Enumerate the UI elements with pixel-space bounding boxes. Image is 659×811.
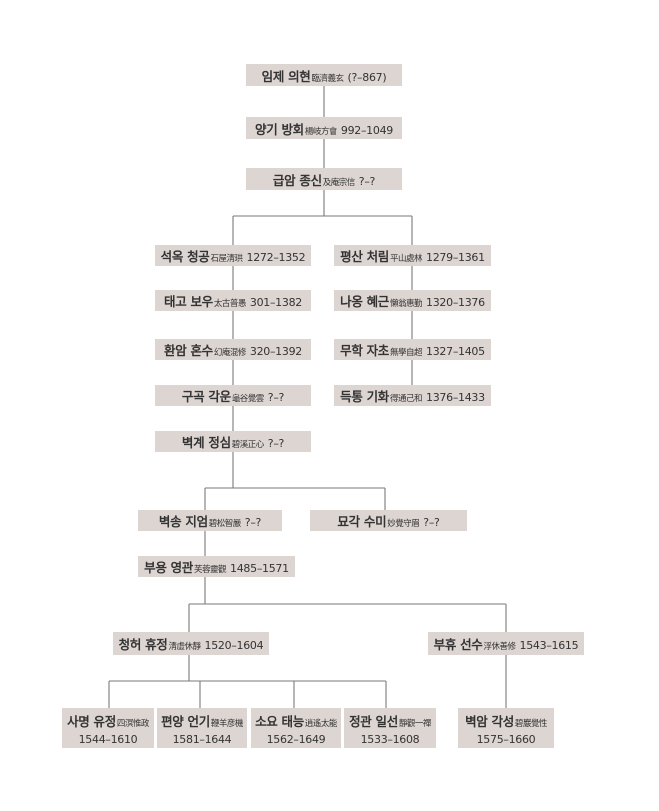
monk-name: 평산 처림 <box>340 249 390 264</box>
monk-hanja: 及庵宗信 <box>322 177 356 188</box>
monk-name: 정관 일선 <box>349 713 398 729</box>
monk-name: 무학 자초 <box>340 343 390 358</box>
monk-name: 나옹 혜근 <box>340 294 390 309</box>
monk-years: 1279–1361 <box>426 251 485 264</box>
monk-hanja: 無學自超 <box>390 348 423 358</box>
monk-name: 태고 보우 <box>164 294 213 309</box>
monk-hanja: 碧溪正心 <box>231 440 265 450</box>
monk-hanja: 四溟惟政 <box>116 718 150 729</box>
monk-hanja: 龜谷覺雲 <box>231 394 265 404</box>
monk-name: 구곡 각운 <box>181 389 231 404</box>
monk-hanja: 得通己和 <box>390 394 423 404</box>
monk-name: 급암 종신 <box>272 172 322 188</box>
monk-hanja: 逍遙太能 <box>304 718 338 729</box>
monk-hanja: 臨濟義玄 <box>311 73 345 84</box>
monk-years: (?–867) <box>347 70 387 84</box>
monk-years: 1543–1615 <box>519 639 579 652</box>
monk-years: ?–? <box>358 174 376 188</box>
connector-lines <box>108 86 507 708</box>
monk-name: 환암 혼수 <box>164 343 213 358</box>
monk-hanja: 太古普愚 <box>213 299 247 309</box>
monk-years: ?–? <box>267 437 285 450</box>
monk-hanja: 碧松智嚴 <box>208 519 242 529</box>
monk-hanja: 楊岐方會 <box>304 126 338 137</box>
monk-years: ?–? <box>267 391 285 404</box>
monk-name: 부용 영관 <box>144 560 194 575</box>
monk-name: 청허 휴정 <box>118 637 168 652</box>
monk-years: 1327–1405 <box>426 345 485 358</box>
monk-name: 벽송 지엄 <box>158 514 208 529</box>
monk-name: 임제 의현 <box>261 68 311 84</box>
monk-name: 묘각 수미 <box>337 514 387 529</box>
monk-name: 득통 기화 <box>340 389 390 404</box>
monk-years: 1562–1649 <box>266 732 326 746</box>
monk-years: 301–1382 <box>249 296 302 309</box>
monk-name: 벽암 각성 <box>465 713 514 729</box>
monk-hanja: 靜觀一禪 <box>398 718 432 729</box>
monk-years: 1320–1376 <box>426 296 485 309</box>
monk-hanja: 芙蓉靈觀 <box>194 565 227 575</box>
monk-years: 1272–1352 <box>246 251 306 264</box>
monk-hanja: 鞭羊彦機 <box>210 718 244 729</box>
monk-years: 1544–1610 <box>78 732 138 746</box>
monk-name: 양기 방회 <box>255 121 304 137</box>
monk-years: 1581–1644 <box>172 732 232 746</box>
monk-years: 1533–1608 <box>360 732 420 746</box>
monk-name: 편양 언기 <box>161 713 210 729</box>
monk-hanja: 碧巖覺性 <box>514 718 548 729</box>
monk-years: ?–? <box>423 516 440 529</box>
monk-years: 1575–1660 <box>476 732 536 746</box>
monk-hanja: 妙覺守眉 <box>387 519 420 529</box>
monk-name: 소요 태능 <box>255 713 304 729</box>
monk-hanja: 淸虛休靜 <box>168 642 202 652</box>
monk-hanja: 幻庵混修 <box>213 348 247 358</box>
monk-name: 석옥 청공 <box>160 249 210 264</box>
monk-name: 부휴 선수 <box>433 637 483 652</box>
monk-years: 320–1392 <box>249 345 302 358</box>
monk-years: 992–1049 <box>340 123 393 137</box>
monk-name: 사명 유정 <box>67 713 116 729</box>
monk-years: 1520–1604 <box>204 639 264 652</box>
monk-hanja: 平山處林 <box>390 254 423 264</box>
monk-hanja: 浮休善修 <box>483 642 517 652</box>
monk-years: 1376–1433 <box>426 391 485 404</box>
monk-hanja: 懶翁惠勤 <box>390 299 423 309</box>
monk-years: 1485–1571 <box>230 562 289 575</box>
monk-name: 벽계 정심 <box>181 435 231 450</box>
monk-years: ?–? <box>244 516 262 529</box>
monk-hanja: 石屋淸珙 <box>210 254 244 264</box>
